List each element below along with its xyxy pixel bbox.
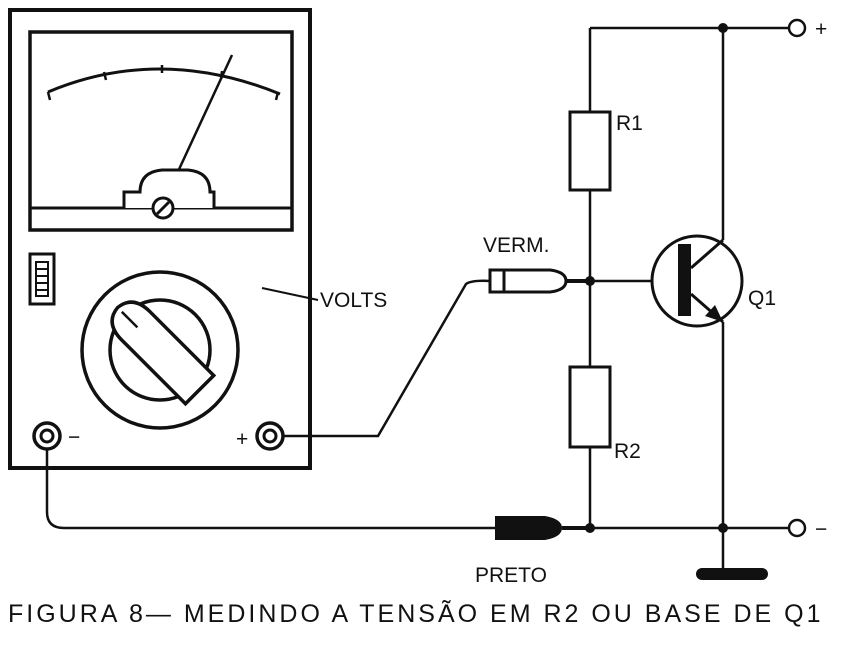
selector-pointer-icon — [110, 300, 217, 407]
black-probe-label: PRETO — [475, 564, 547, 587]
jack-minus-label: − — [68, 426, 80, 449]
red-lead-wire — [283, 279, 491, 438]
volts-pointer-line — [261, 287, 319, 301]
jack-plus-label: + — [236, 428, 248, 451]
meter-display — [28, 30, 294, 232]
positive-terminal[interactable] — [787, 18, 807, 38]
circuit: + R1 R2 Q1 − — [568, 18, 827, 580]
multimeter: − + VOLTS — [8, 8, 387, 470]
meter-needle — [173, 54, 234, 179]
negative-terminal-label: − — [815, 518, 827, 541]
selector-ring-inner — [108, 298, 212, 402]
red-test-lead: VERM. — [283, 234, 590, 438]
jack-minus[interactable] — [32, 421, 62, 451]
transistor-q1-icon — [650, 234, 744, 328]
r1-label: R1 — [616, 112, 643, 135]
black-lead-wire — [45, 449, 495, 530]
resistor-r2 — [568, 365, 612, 449]
q1-label: Q1 — [748, 287, 776, 310]
negative-terminal[interactable] — [787, 518, 807, 538]
resistor-r1 — [568, 110, 612, 192]
meter-scale-tick-5 — [274, 91, 280, 101]
volts-label: VOLTS — [320, 289, 387, 312]
figure-caption: FIGURA 8— MEDINDO A TENSÃO EM R2 OU BASE… — [8, 599, 823, 628]
r2-label: R2 — [614, 440, 641, 463]
ground-icon — [696, 568, 768, 580]
black-test-lead: PRETO — [45, 449, 590, 587]
range-switch[interactable] — [28, 252, 56, 306]
black-probe-icon[interactable] — [495, 516, 590, 540]
positive-terminal-label: + — [815, 18, 827, 41]
red-probe-icon[interactable] — [488, 268, 590, 294]
multimeter-body — [8, 8, 312, 470]
meter-scale-tick-1 — [46, 91, 52, 101]
zero-adjust-screw-icon[interactable] — [151, 196, 175, 220]
selector-ring-outer — [80, 270, 240, 430]
meter-scale-arc — [47, 67, 281, 96]
meter-window — [28, 30, 294, 232]
jack-plus[interactable] — [255, 421, 285, 451]
meter-scale-tick-2 — [102, 71, 108, 81]
red-probe-label: VERM. — [483, 234, 550, 257]
meter-movement-cover — [122, 168, 216, 208]
selector-knob[interactable] — [80, 270, 240, 430]
